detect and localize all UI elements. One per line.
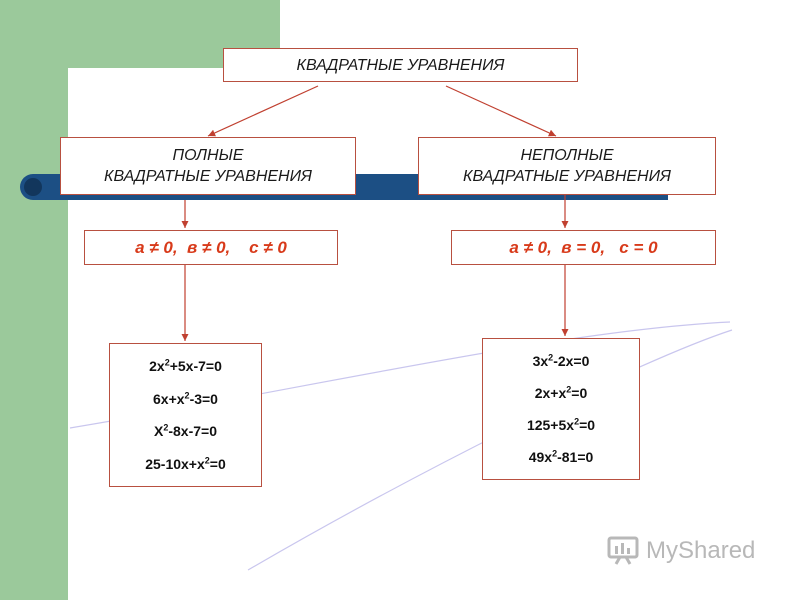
presentation-board-icon: [607, 536, 639, 565]
incomplete-title-line2: КВАДРАТНЫЕ УРАВНЕНИЯ: [463, 168, 671, 185]
equation-item: 2х2+5х-7=0: [149, 357, 222, 375]
complete-examples-node: 2х2+5х-7=0 6х+х2-3=0 Х2-8х-7=0 25-10х+х2…: [109, 343, 262, 487]
complete-title-line1: ПОЛНЫЕ: [172, 147, 244, 164]
equation-item: 2х+х2=0: [534, 384, 588, 401]
incomplete-examples-node: 3х2-2х=0 2х+х2=0 125+5х2=0 49х2-81=0: [482, 338, 640, 480]
logo-text: MyShared: [646, 537, 756, 564]
equation-item: 6х+х2-3=0: [153, 390, 218, 407]
complete-title-line2: КВАДРАТНЫЕ УРАВНЕНИЯ: [104, 168, 312, 185]
incomplete-condition-node: а ≠ 0, в = 0, с = 0: [451, 230, 716, 265]
root-node-label: КВАДРАТНЫЕ УРАВНЕНИЯ: [296, 56, 505, 74]
incomplete-condition-label: а ≠ 0, в = 0, с = 0: [509, 237, 658, 257]
arrow-top-to-right: [445, 85, 557, 137]
equation-item: 3х2-2х=0: [532, 352, 590, 369]
complete-equations-node: ПОЛНЫЕ КВАДРАТНЫЕ УРАВНЕНИЯ: [60, 137, 356, 195]
equation-item: 49х2-81=0: [528, 448, 594, 465]
incomplete-equations-node: НЕПОЛНЫЕ КВАДРАТНЫЕ УРАВНЕНИЯ: [418, 137, 716, 195]
incomplete-title-line1: НЕПОЛНЫЕ: [520, 147, 614, 164]
equation-item: 25-10х+х2=0: [145, 455, 226, 472]
arrow-top-to-left: [207, 85, 319, 137]
root-node: КВАДРАТНЫЕ УРАВНЕНИЯ: [223, 48, 578, 82]
blue-accent-bar-cap: [24, 178, 42, 196]
equation-item: Х2-8х-7=0: [153, 422, 217, 440]
complete-condition-node: а ≠ 0, в ≠ 0, с ≠ 0: [84, 230, 338, 265]
green-background-left: [0, 0, 68, 600]
myshared-logo: MyShared: [606, 534, 755, 568]
equation-item: 125+5х2=0: [526, 416, 596, 433]
complete-condition-label: а ≠ 0, в ≠ 0, с ≠ 0: [135, 237, 287, 257]
